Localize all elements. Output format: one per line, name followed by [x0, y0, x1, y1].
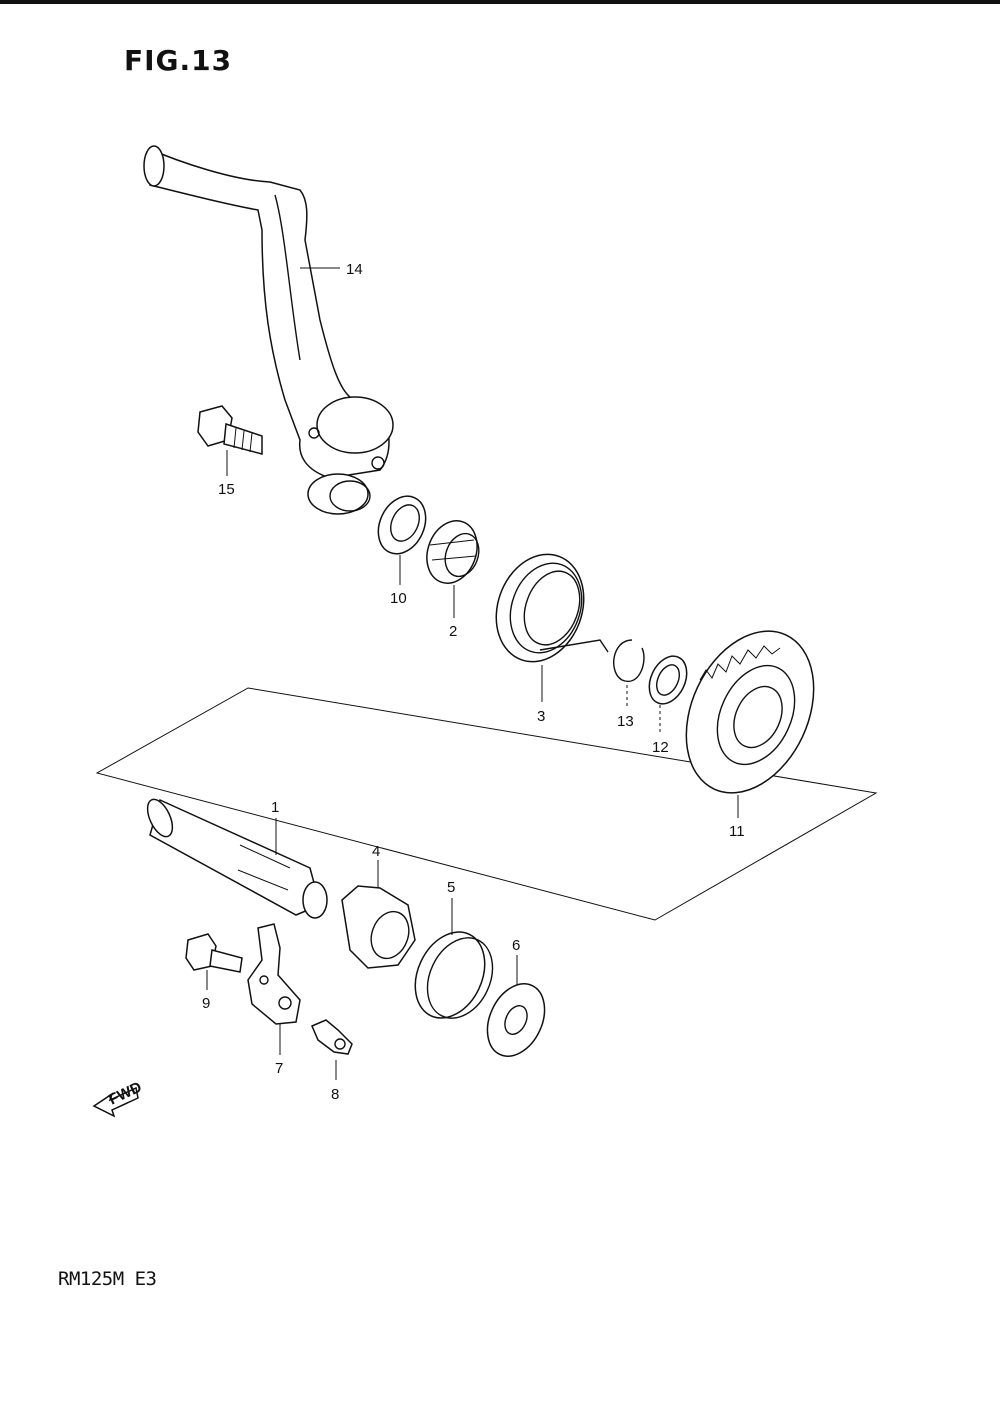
assembly-outline [95, 687, 878, 921]
callout-8: 8 [331, 1086, 339, 1103]
figure-title: FIG.13 [124, 44, 233, 77]
callout-11: 11 [729, 823, 745, 840]
callout-7: 7 [275, 1060, 283, 1077]
return-spring-part [495, 553, 609, 663]
ratchet-guide-part [247, 923, 301, 1025]
callout-12: 12 [652, 739, 669, 756]
callout-6: 6 [512, 937, 520, 954]
kick-lever-part [143, 145, 394, 515]
kick-shaft-part [146, 798, 328, 919]
guide-bolt-part [185, 933, 243, 973]
lever-bolt-part [197, 405, 263, 455]
callout-13: 13 [617, 713, 634, 730]
bushing-part [426, 520, 480, 584]
callout-9: 9 [202, 995, 210, 1012]
callout-1: 1 [271, 799, 279, 816]
washer-6-part [486, 983, 546, 1057]
callout-4: 4 [372, 843, 380, 860]
callout-3: 3 [537, 708, 545, 725]
forward-arrow-icon: FWD [92, 1079, 145, 1118]
stopper-plate-part [311, 1019, 353, 1055]
callout-14: 14 [346, 261, 363, 278]
callout-2: 2 [449, 623, 457, 640]
callout-10: 10 [390, 590, 407, 607]
ratchet-part [341, 885, 416, 969]
callout-15: 15 [218, 481, 235, 498]
callout-leaders [206, 267, 739, 1080]
callout-5: 5 [447, 879, 455, 896]
ratchet-spring-part [414, 931, 494, 1019]
circlip-part [613, 639, 645, 683]
model-code: RM125M E3 [58, 1268, 157, 1290]
washer-12-part [648, 655, 688, 705]
kick-gear-part [685, 630, 815, 794]
seal-part [377, 495, 427, 555]
